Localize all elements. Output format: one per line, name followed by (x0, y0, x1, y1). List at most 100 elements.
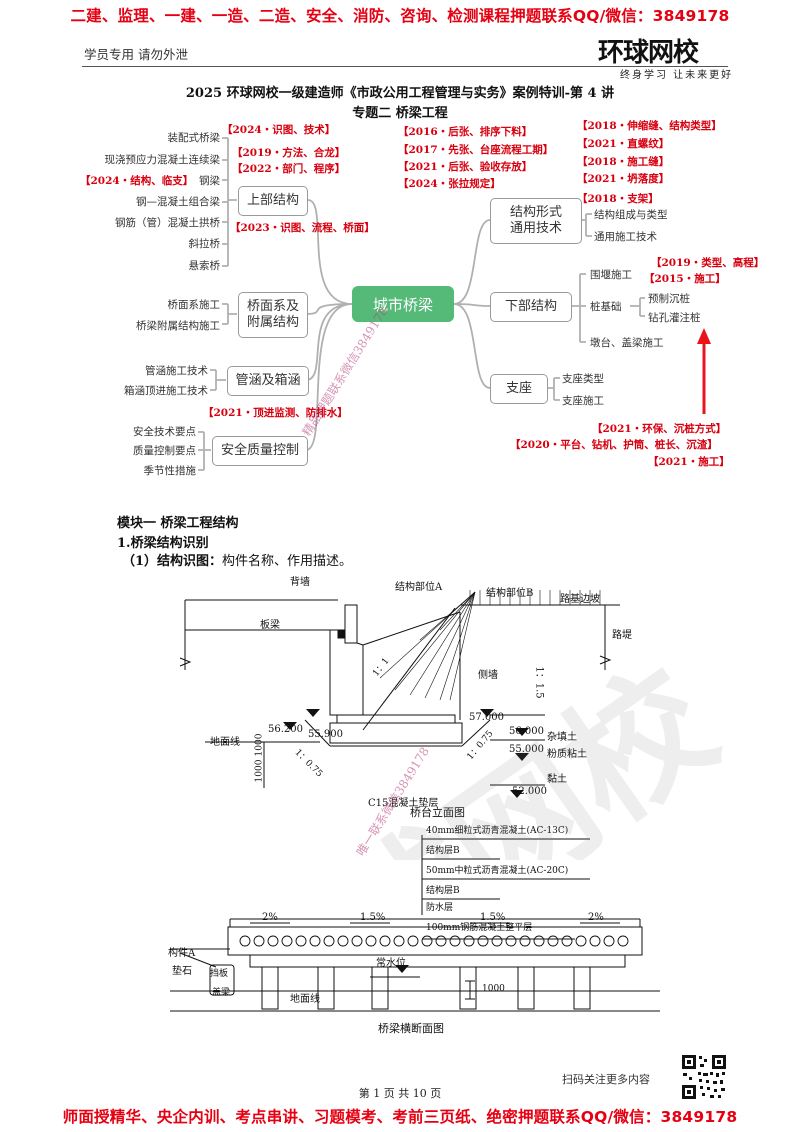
lower-item: 钻孔灌注桩 (648, 312, 701, 324)
lower-item: 桩基础 (590, 301, 622, 313)
label-roadbed-slope: 路基边坡 (560, 594, 600, 605)
exam-tag: 【2020・平台、钻机、护筒、桩长、沉渣】 (510, 439, 718, 451)
exam-tag: 【2019・类型、高程】 (651, 257, 765, 269)
label-component-a: 构件A (168, 948, 196, 959)
general-item: 结构组成与类型 (594, 209, 668, 221)
exam-tag: 【2019・方法、合龙】 (232, 147, 346, 159)
center-node: 城市桥梁 (352, 286, 454, 322)
grade-label: 1.5% (360, 912, 386, 923)
elev-56000: 56.000 (509, 726, 544, 737)
subsection-heading: 1.桥梁结构识别 (117, 536, 209, 551)
culvert-item: 箱涵顶进施工技术 (124, 385, 208, 397)
top-promo-banner: 二建、监理、一建、一造、二造、安全、消防、咨询、检测课程押题联系QQ/微信：38… (70, 7, 730, 25)
label-bearing-stone: 垫石 (172, 966, 192, 977)
label-embankment: 路堤 (612, 630, 632, 641)
exam-tag: 【2018・施工缝】 (577, 156, 670, 168)
layer-label: 40mm细粒式沥青混凝土(AC-13C) (426, 826, 569, 836)
exam-tag: 【2017・先张、台座流程工期】 (398, 144, 554, 156)
safety-item: 质量控制要点 (133, 445, 196, 457)
logo-main-text: 环球网校 (598, 38, 699, 68)
elevation-caption: 桥台立面图 (410, 806, 465, 819)
grade-label: 2% (588, 912, 604, 923)
label-cap-beam: 盖梁 (212, 988, 231, 998)
page-number: 第 1 页 共 10 页 (358, 1087, 442, 1100)
upper-item: 钢梁 (199, 175, 220, 187)
layer-label: 结构层B (426, 886, 460, 896)
elev-55000: 55.000 (509, 744, 544, 755)
elev-52000: 52.000 (512, 786, 547, 797)
label-slope-1-1.5: 1：1.5 (533, 666, 545, 699)
upper-item: 钢—混凝土组合梁 (136, 196, 220, 208)
branch-structure-general: 结构形式 通用技术 (490, 198, 582, 244)
exam-tag: 【2023・识图、流程、桥面】 (230, 222, 375, 234)
dim-1000-b: 1000 (254, 759, 265, 783)
exam-tag: 【2018・伸缩缝、结构类型】 (577, 120, 722, 132)
label-ground: 地面线 (290, 994, 320, 1005)
exam-tag: 【2021・后张、验收存放】 (398, 161, 533, 173)
label-silty-clay: 粉质粘土 (547, 749, 587, 760)
abutment-elevation-drawing (179, 590, 620, 798)
label-fill-soil: 杂填土 (547, 732, 577, 743)
lower-item: 预制沉桩 (648, 293, 690, 305)
branch-safety-quality: 安全质量控制 (212, 436, 308, 466)
header-note: 学员专用 请勿外泄 (84, 47, 188, 62)
brand-logo: 环球网校 终身学习 让未来更好 (598, 32, 738, 81)
label-back-wall: 背墙 (290, 577, 310, 588)
label-side-wall: 侧墙 (478, 670, 498, 681)
label-struct-a: 结构部位A (395, 582, 443, 593)
deck-item: 桥面系施工 (167, 299, 221, 311)
branch-deck-system: 桥面系及 附属结构 (238, 292, 308, 338)
topic-title: 专题二 桥梁工程 (352, 106, 448, 121)
dim-1000: 1000 (482, 984, 505, 994)
elev-57000: 57.000 (469, 712, 504, 723)
branch-culvert: 管涵及箱涵 (227, 366, 309, 396)
dim-1000-a: 1000 (254, 733, 265, 757)
bottom-promo-banner: 师面授精华、央企内训、考点串讲、习题模考、考前三页纸、绝密押题联系QQ/微信：3… (62, 1108, 738, 1126)
scan-prompt: 扫码关注更多内容 (562, 1073, 650, 1086)
upper-item: 现浇预应力混凝土连续梁 (104, 154, 221, 166)
exam-tag: 【2024・识图、技术】 (222, 124, 336, 136)
header-divider (82, 66, 728, 67)
bearing-item: 支座施工 (562, 395, 604, 407)
layer-label: 100mm钢筋混凝土整平层 (426, 923, 533, 933)
exam-tag: 【2021・环保、沉桩方式】 (592, 423, 727, 435)
module-heading: 模块一 桥梁工程结构 (117, 516, 239, 531)
exam-tag: 【2024・张拉规定】 (398, 178, 501, 190)
exam-tag: 【2022・部门、程序】 (232, 163, 346, 175)
safety-item: 季节性措施 (143, 465, 197, 477)
branch-bearing: 支座 (490, 374, 548, 404)
exam-tag: 【2021・顶进监测、防排水】 (203, 407, 348, 419)
layer-label: 50mm中粒式沥青混凝土(AC-20C) (426, 866, 569, 876)
exam-tag: 【2021・直螺纹】 (577, 138, 670, 150)
document-title: 2025 环球网校一级建造师《市政公用工程管理与实务》案例特训-第 4 讲 (185, 86, 615, 101)
deck-item: 桥梁附属结构施工 (136, 320, 220, 332)
exam-tag: 【2015・施工】 (644, 273, 726, 285)
exam-tag: 【2016・后张、排序下料】 (398, 126, 533, 138)
item-text: 构件名称、作用描述。 (222, 554, 353, 569)
label-c15-cushion: C15混凝土垫层 (368, 798, 439, 809)
upper-item: 斜拉桥 (188, 238, 221, 250)
label-plate-beam: 板梁 (260, 620, 280, 631)
elev-56200: 56.200 (268, 724, 303, 735)
qr-code-icon[interactable] (680, 1053, 728, 1101)
label-ground-line: 地面线 (210, 737, 240, 748)
upper-item: 悬索桥 (188, 260, 221, 272)
mind-map-connectors (198, 137, 711, 471)
logo-slogan: 终身学习 让未来更好 (620, 70, 734, 81)
lower-item: 墩台、盖梁施工 (590, 337, 664, 349)
item-label: （1）结构识图： (122, 554, 223, 569)
mind-map: 城市桥梁 上部结构 桥面系及 附属结构 管涵及箱涵 安全质量控制 结构形式 通用… (0, 118, 800, 490)
cross-section-caption: 桥梁横断面图 (378, 1022, 444, 1035)
upper-item: 装配式桥梁 (167, 132, 221, 144)
label-baffle: 挡板 (210, 969, 229, 979)
bearing-item: 支座类型 (562, 373, 604, 385)
exam-tag: 【2021・施工】 (648, 456, 730, 468)
safety-item: 安全技术要点 (133, 426, 196, 438)
layer-label: 结构层B (426, 846, 460, 856)
grade-label: 2% (262, 912, 278, 923)
layer-label: 防水层 (426, 903, 454, 913)
label-normal-water: 常水位 (376, 958, 406, 969)
item-line: （1）结构识图：构件名称、作用描述。 (122, 550, 352, 569)
culvert-item: 管涵施工技术 (145, 365, 208, 377)
branch-upper-structure: 上部结构 (238, 186, 308, 216)
